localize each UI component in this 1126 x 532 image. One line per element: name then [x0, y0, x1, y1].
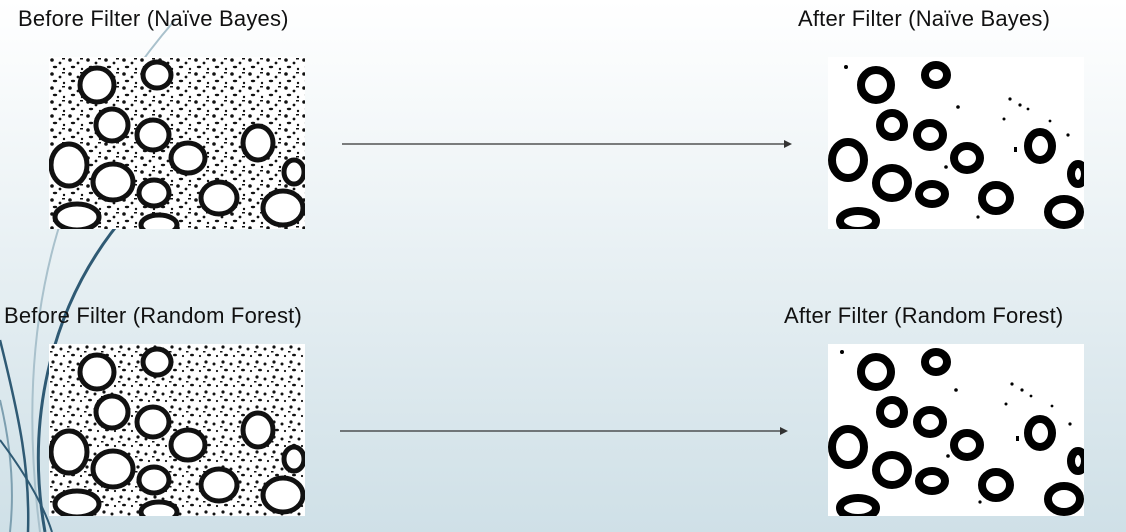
- after-filter-image-random-forest: [828, 344, 1084, 516]
- after-filter-label-naive-bayes: After Filter (Naïve Bayes): [798, 6, 1051, 31]
- before-filter-image-random-forest: [49, 344, 305, 516]
- arrow-right-icon: [342, 140, 792, 148]
- after-filter-image-naive-bayes: [828, 57, 1084, 229]
- before-filter-image-naive-bayes: [49, 57, 305, 229]
- arrow-right-icon: [340, 427, 788, 435]
- after-filter-label-random-forest: After Filter (Random Forest): [784, 303, 1064, 328]
- before-filter-label-naive-bayes: Before Filter (Naïve Bayes): [18, 6, 289, 31]
- before-filter-label-random-forest: Before Filter (Random Forest): [4, 303, 302, 328]
